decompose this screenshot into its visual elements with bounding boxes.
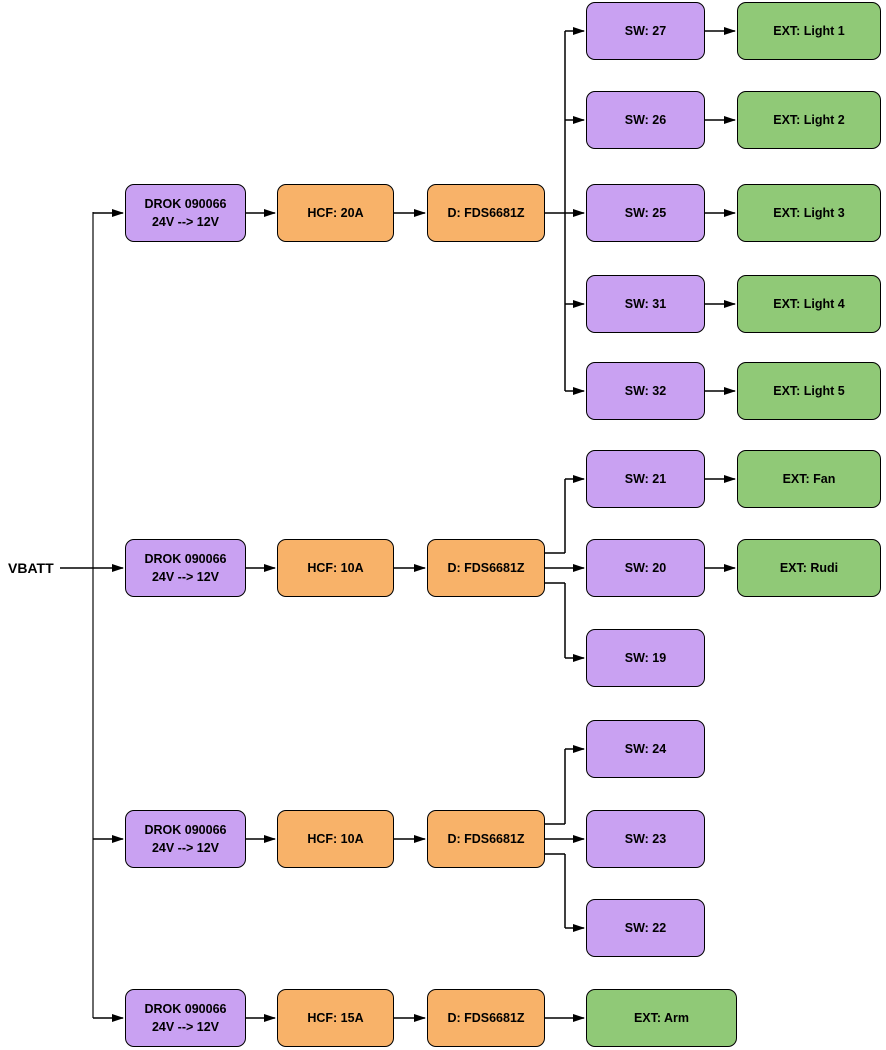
converter-label-line1: DROK 090066 [144, 196, 227, 211]
driver-node-4: D: FDS6681Z [427, 989, 545, 1047]
converter-label-line2: 24V --> 12V [151, 1020, 220, 1034]
fuse-node-4: HCF: 15A [277, 989, 394, 1047]
switch-node-24: SW: 24 [586, 720, 705, 778]
switch-node-25: SW: 25 [586, 184, 705, 242]
converter-label-line2: 24V --> 12V [151, 841, 220, 855]
converter-label-line1: DROK 090066 [144, 551, 227, 566]
vbatt-label: VBATT [8, 560, 54, 576]
switch-node-21: SW: 21 [586, 450, 705, 508]
output-node-light-3: EXT: Light 3 [737, 184, 881, 242]
driver-node-3: D: FDS6681Z [427, 810, 545, 868]
converter-node-3: DROK 090066 24V --> 12V [125, 810, 246, 868]
output-node-fan: EXT: Fan [737, 450, 881, 508]
switch-node-23: SW: 23 [586, 810, 705, 868]
output-node-light-5: EXT: Light 5 [737, 362, 881, 420]
output-node-light-1: EXT: Light 1 [737, 2, 881, 60]
converter-label-line1: DROK 090066 [144, 1001, 227, 1016]
fuse-node-1: HCF: 20A [277, 184, 394, 242]
switch-node-27: SW: 27 [586, 2, 705, 60]
switch-node-22: SW: 22 [586, 899, 705, 957]
switch-node-20: SW: 20 [586, 539, 705, 597]
switch-node-32: SW: 32 [586, 362, 705, 420]
switch-node-26: SW: 26 [586, 91, 705, 149]
output-node-light-2: EXT: Light 2 [737, 91, 881, 149]
output-node-arm: EXT: Arm [586, 989, 737, 1047]
fuse-node-3: HCF: 10A [277, 810, 394, 868]
fuse-node-2: HCF: 10A [277, 539, 394, 597]
converter-label-line1: DROK 090066 [144, 822, 227, 837]
converter-label-line2: 24V --> 12V [151, 570, 220, 584]
switch-node-31: SW: 31 [586, 275, 705, 333]
converter-node-1: DROK 090066 24V --> 12V [125, 184, 246, 242]
elbow-connectors [545, 31, 566, 928]
driver-node-1: D: FDS6681Z [427, 184, 545, 242]
converter-node-2: DROK 090066 24V --> 12V [125, 539, 246, 597]
converter-label-line2: 24V --> 12V [151, 215, 220, 229]
output-node-light-4: EXT: Light 4 [737, 275, 881, 333]
output-node-rudi: EXT: Rudi [737, 539, 881, 597]
arrow-connectors [60, 27, 736, 1022]
driver-node-2: D: FDS6681Z [427, 539, 545, 597]
converter-node-4: DROK 090066 24V --> 12V [125, 989, 246, 1047]
switch-node-19: SW: 19 [586, 629, 705, 687]
